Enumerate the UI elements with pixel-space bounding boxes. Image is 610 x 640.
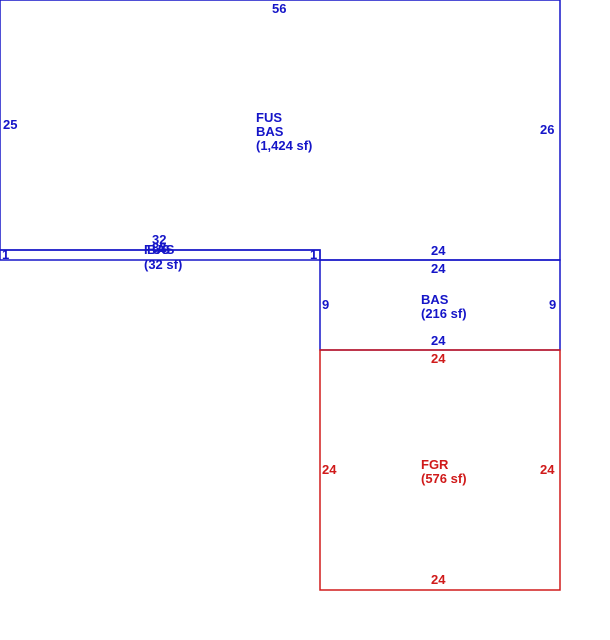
- dim-bas-left: 9: [322, 297, 330, 312]
- main-area-label: FUS BAS (1,424 sf): [256, 111, 312, 153]
- bas-area-sqft: (216 sf): [421, 306, 467, 321]
- dim-bas-right: 9: [549, 297, 557, 312]
- strip-area-line-1: FUS: [144, 242, 170, 257]
- dim-strip-left: 1: [2, 247, 10, 262]
- strip-area-label-overlap: BAS: [147, 243, 174, 257]
- dim-bas-bottom: 24: [431, 333, 446, 348]
- strip-area-label: FUS: [144, 243, 170, 257]
- dim-fgr-bottom: 24: [431, 572, 446, 587]
- bas-area-label: BAS (216 sf): [421, 293, 467, 321]
- dim-strip-bottom: 32: [152, 240, 167, 255]
- dim-main-top: 56: [272, 1, 287, 16]
- bas-area-line-1: BAS: [421, 292, 449, 307]
- dim-main-right: 26: [540, 122, 555, 137]
- dim-strip-top: 32: [152, 232, 167, 247]
- dim-fgr-left: 24: [322, 462, 337, 477]
- dim-bas-top-inner: 24: [431, 261, 446, 276]
- dim-fgr-top: 24: [431, 351, 446, 366]
- fgr-area-label: FGR (576 sf): [421, 458, 467, 486]
- strip-area-outline: [0, 249, 321, 261]
- dim-main-left: 25: [3, 117, 18, 132]
- strip-area-line-2: BAS: [147, 242, 175, 257]
- fgr-area-sqft: (576 sf): [421, 471, 467, 486]
- strip-area-sqft: (32 sf): [144, 257, 183, 272]
- main-area-line-1: FUS: [256, 110, 282, 125]
- fgr-area-outline: [319, 349, 561, 591]
- main-area-sqft: (1,424 sf): [256, 138, 313, 153]
- fgr-area-line-1: FGR: [421, 457, 449, 472]
- dim-bas-top-outer: 24: [431, 243, 446, 258]
- main-area-line-2: BAS: [256, 124, 284, 139]
- dim-fgr-right: 24: [540, 462, 555, 477]
- dim-strip-right: 1: [310, 247, 318, 262]
- strip-area-sqft-label: (32 sf): [144, 258, 182, 272]
